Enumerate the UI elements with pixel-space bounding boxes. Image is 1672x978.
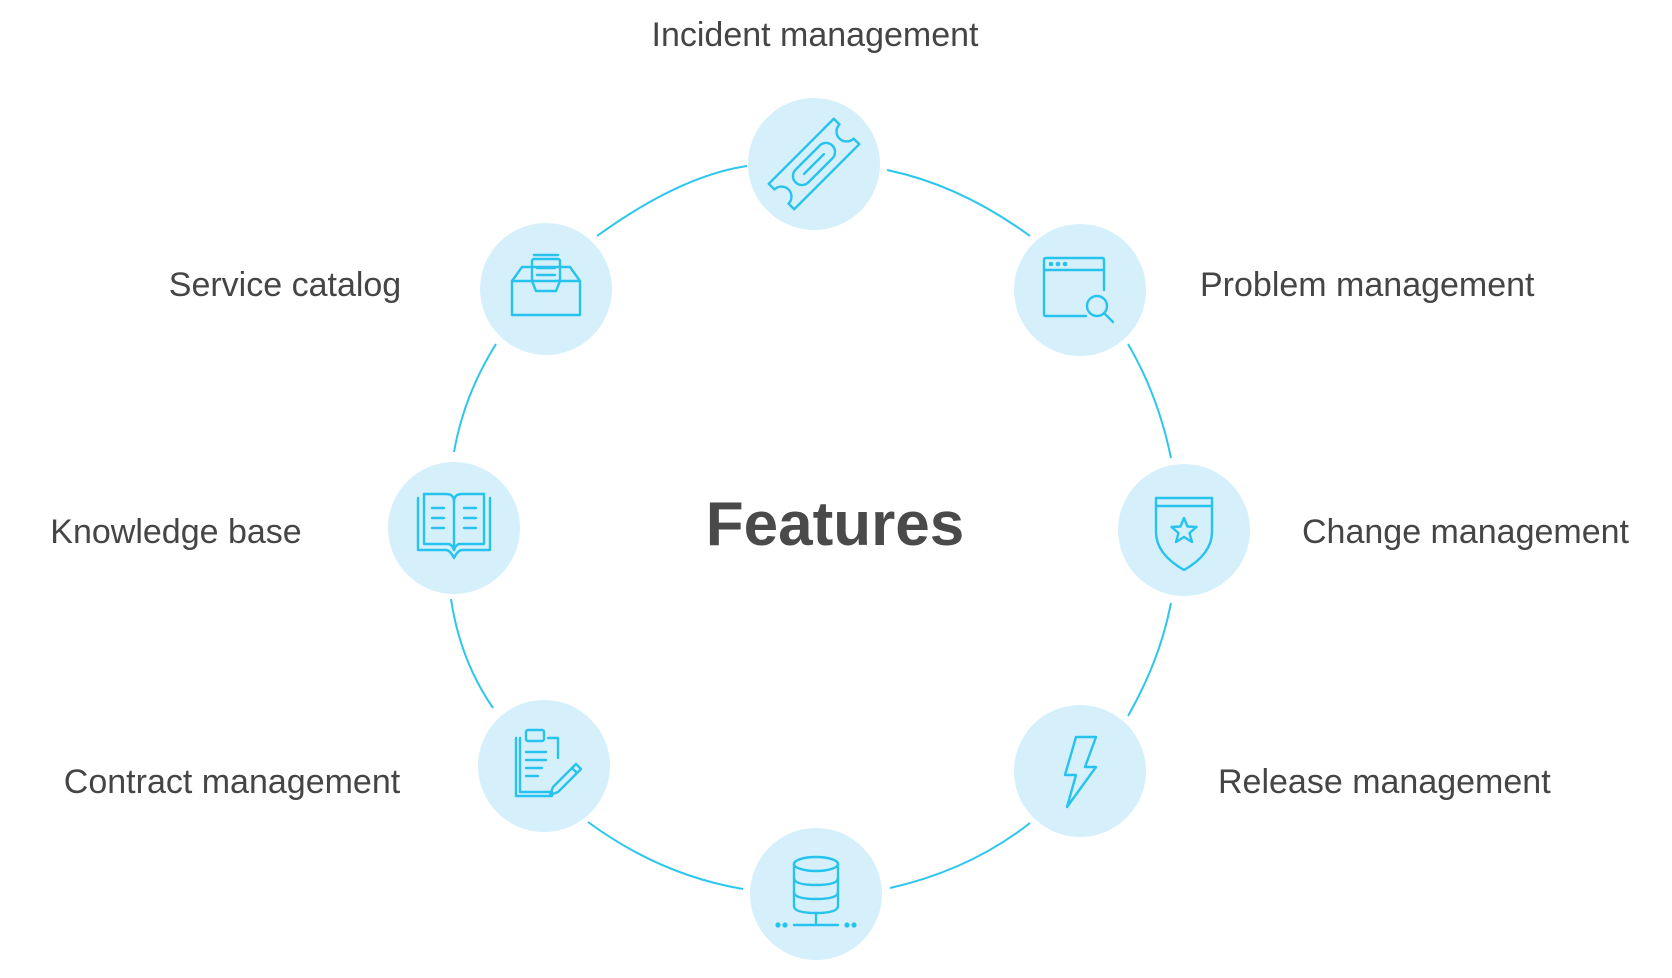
browser-search-icon bbox=[1042, 256, 1115, 324]
node-circle bbox=[1014, 705, 1146, 837]
ring-arc bbox=[886, 169, 1031, 237]
ring-arc bbox=[596, 165, 748, 237]
node-label: Change management bbox=[1302, 513, 1630, 551]
database-network-icon bbox=[775, 855, 857, 928]
node-label: Incident management bbox=[652, 16, 980, 54]
node-label: Service catalog bbox=[169, 266, 401, 304]
feature-node-problem: Problem management bbox=[1014, 224, 1535, 356]
shield-star-icon bbox=[1154, 496, 1214, 572]
ring-arc bbox=[453, 343, 497, 453]
feature-node-knowledge: Knowledge base bbox=[50, 462, 520, 594]
node-circle bbox=[478, 700, 610, 832]
clipboard-pencil-icon bbox=[514, 728, 583, 798]
feature-node-change: Change management bbox=[1118, 464, 1630, 596]
ring-arc bbox=[1127, 602, 1172, 717]
node-circle bbox=[1014, 224, 1146, 356]
node-label: Knowledge base bbox=[50, 513, 301, 551]
inbox-tray-icon bbox=[510, 253, 582, 317]
node-label: Contract management bbox=[64, 763, 401, 801]
ring-arc bbox=[587, 821, 744, 890]
node-circle bbox=[1118, 464, 1250, 596]
ring-arc bbox=[889, 822, 1031, 889]
feature-node-release: Release management bbox=[1014, 705, 1551, 837]
node-label: Problem management bbox=[1200, 266, 1535, 304]
open-book-icon bbox=[416, 492, 492, 560]
node-label: Release management bbox=[1218, 763, 1551, 801]
node-circle bbox=[480, 223, 612, 355]
ring-arc bbox=[450, 598, 494, 709]
center-title: Features bbox=[706, 490, 964, 559]
node-circle bbox=[750, 828, 882, 960]
feature-ring bbox=[450, 165, 1172, 890]
ring-arc bbox=[1127, 343, 1172, 459]
lightning-icon bbox=[1063, 735, 1098, 809]
feature-node-database bbox=[750, 828, 882, 960]
feature-node-service-catalog: Service catalog bbox=[169, 223, 612, 355]
ticket-icon bbox=[767, 117, 861, 211]
feature-node-contract: Contract management bbox=[64, 700, 610, 832]
feature-node-incident: Incident management bbox=[652, 16, 980, 230]
